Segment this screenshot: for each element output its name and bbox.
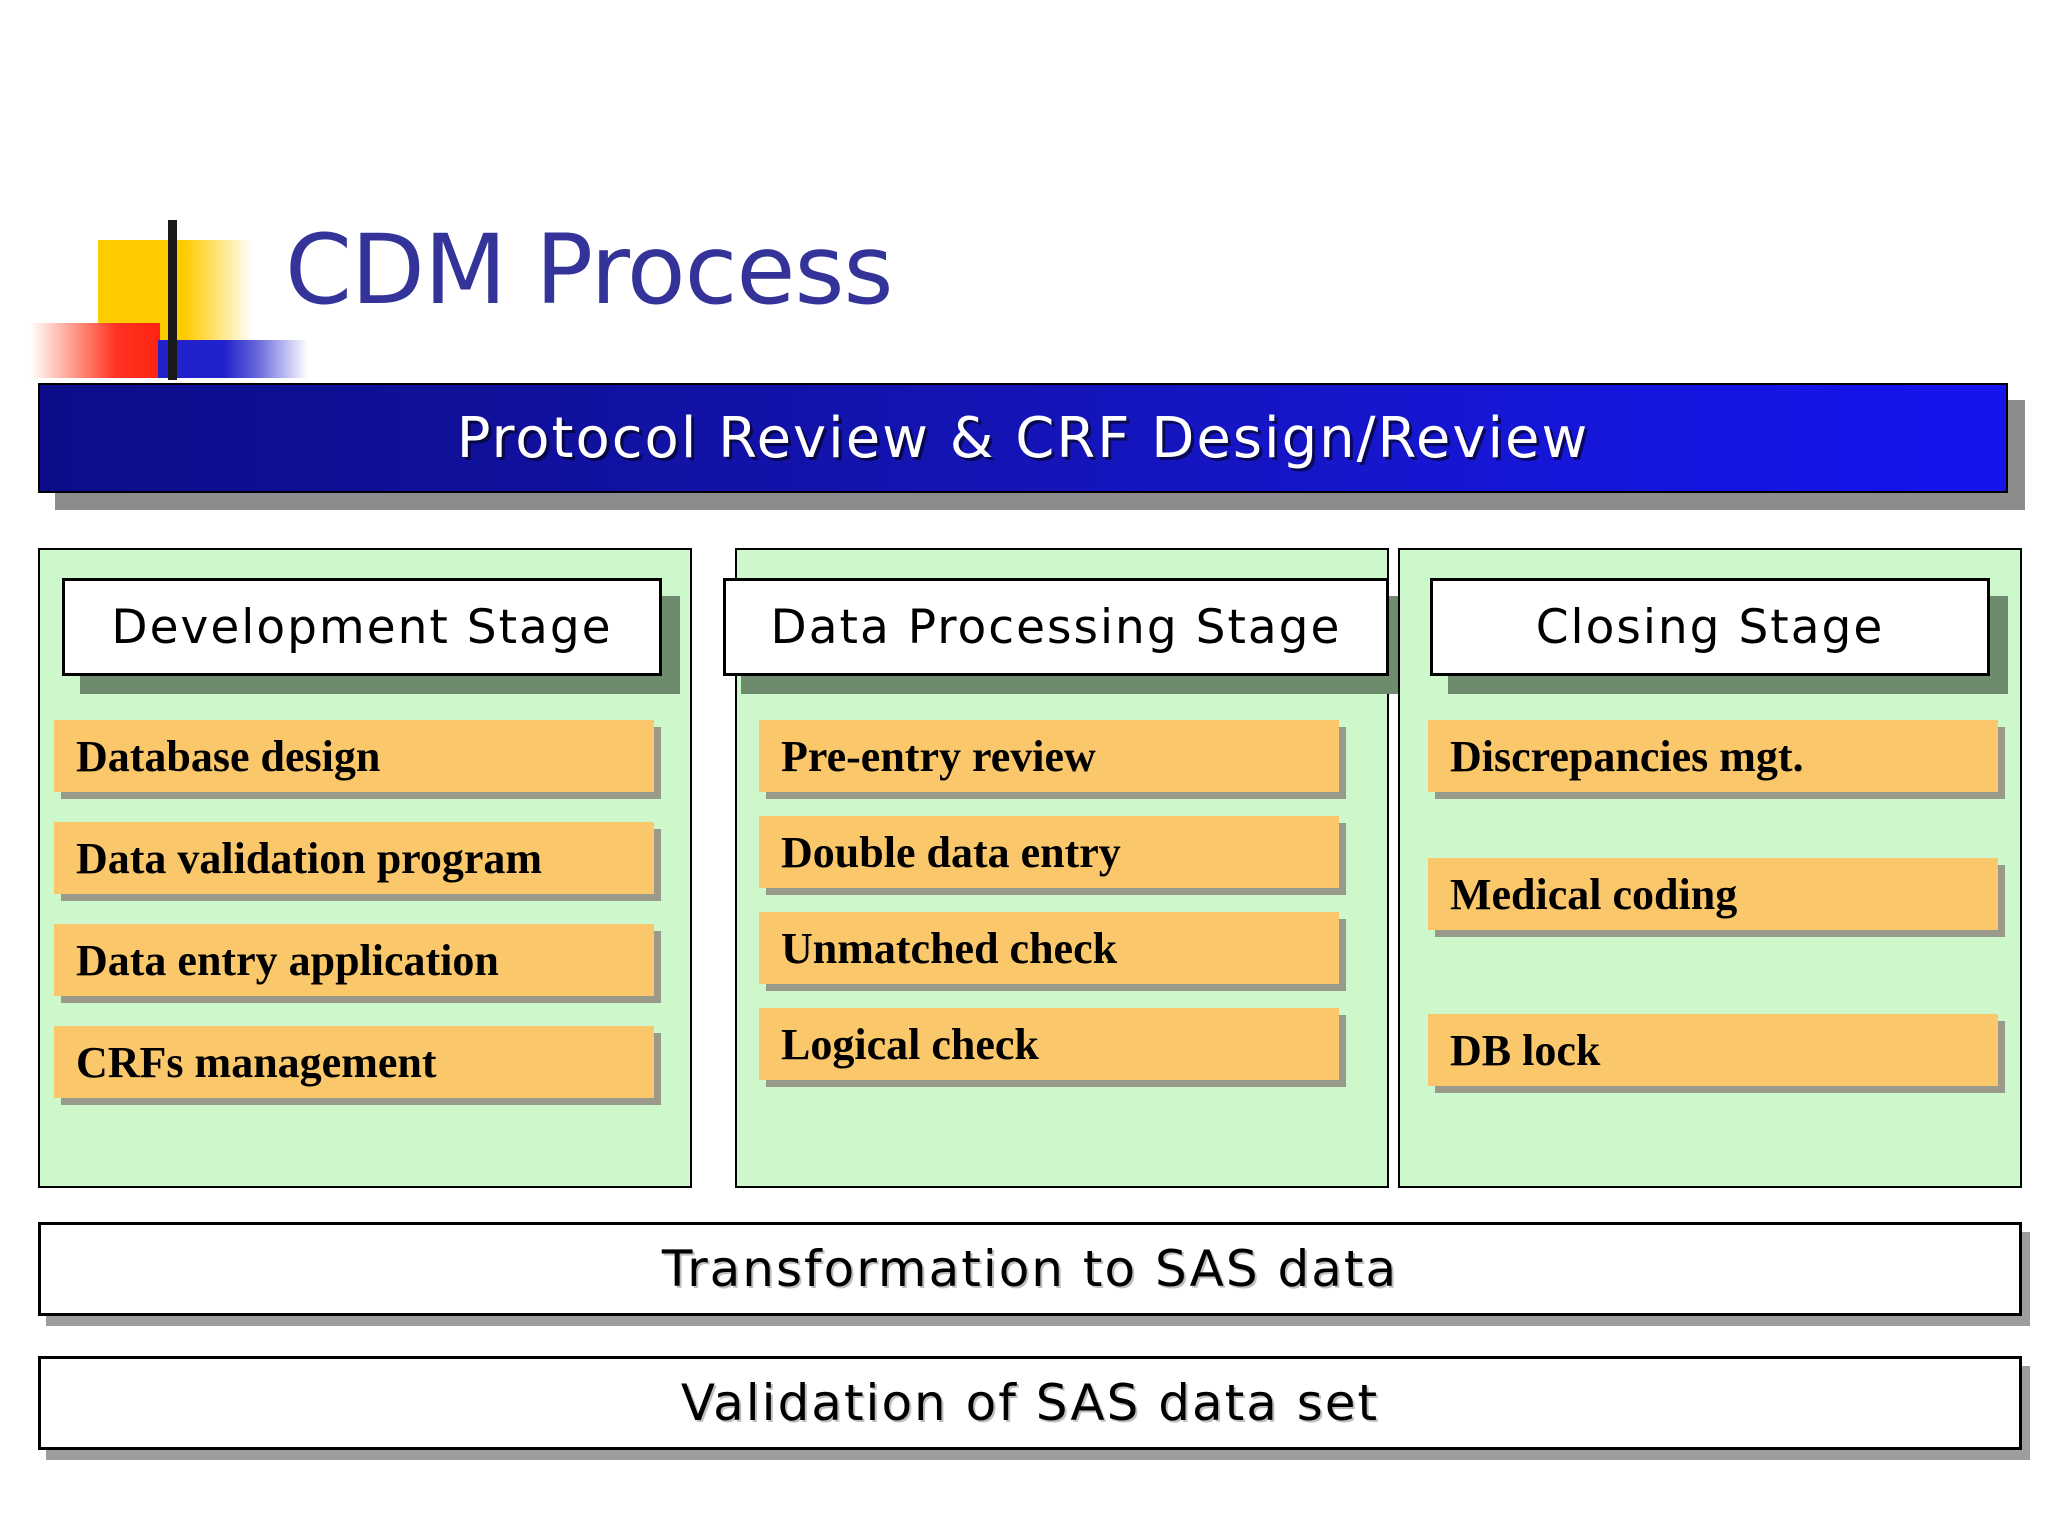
stage-item-box: Medical coding (1428, 858, 1998, 930)
stage-item: Discrepancies mgt. (1428, 720, 2005, 799)
stage-item-label: Pre-entry review (781, 731, 1096, 781)
stage-item-box: Unmatched check (759, 912, 1339, 984)
stage-item-list: Discrepancies mgt. Medical coding DB loc… (1400, 720, 2020, 1172)
stage-item-box: Data validation program (54, 822, 654, 894)
stage-panel-data-processing: Data Processing Stage Pre-entry review D… (723, 548, 1407, 1188)
logo-blue-block (158, 340, 308, 378)
stage-item-label: Double data entry (781, 827, 1121, 877)
stage-item: Medical coding (1428, 858, 2005, 937)
stage-item: Double data entry (759, 816, 1346, 895)
stage-item-label: DB lock (1450, 1025, 1601, 1075)
page-title: CDM Process (285, 214, 893, 326)
stage-item-label: Discrepancies mgt. (1450, 731, 1804, 781)
stage-item-label: Logical check (781, 1019, 1039, 1069)
stage-item-label: Medical coding (1450, 869, 1738, 919)
stage-header-wrap: Data Processing Stage (723, 578, 1407, 694)
logo-red-block (30, 323, 160, 378)
stage-header-text: Closing Stage (1535, 599, 1885, 655)
stage-item: Logical check (759, 1008, 1346, 1087)
stage-item-list: Database design Data validation program … (40, 720, 690, 1172)
footer-bar-box: Validation of SAS data set (38, 1356, 2022, 1450)
stage-item-list: Pre-entry review Double data entry Unmat… (737, 720, 1387, 1172)
stage-header-wrap: Closing Stage (1430, 578, 2008, 694)
footer-bar-box: Transformation to SAS data (38, 1222, 2022, 1316)
logo-vertical-bar-icon (168, 220, 177, 380)
stage-header-box: Data Processing Stage (723, 578, 1389, 676)
stage-item-label: Data entry application (76, 935, 499, 985)
stage-header-text: Development Stage (111, 599, 613, 655)
stage-header-wrap: Development Stage (62, 578, 680, 694)
stage-item: Unmatched check (759, 912, 1346, 991)
footer-bar-transformation: Transformation to SAS data (38, 1222, 2030, 1326)
stage-item-box: Double data entry (759, 816, 1339, 888)
stage-item-label: Database design (76, 731, 381, 781)
stage-panel-closing: Closing Stage Discrepancies mgt. Medical… (1398, 548, 2022, 1188)
stage-item-box: Pre-entry review (759, 720, 1339, 792)
stage-item: Pre-entry review (759, 720, 1346, 799)
stage-item-box: DB lock (1428, 1014, 1998, 1086)
stage-item: Data entry application (54, 924, 661, 1003)
stage-item: Database design (54, 720, 661, 799)
banner-text: Protocol Review & CRF Design/Review (456, 405, 1590, 471)
stage-item-box: CRFs management (54, 1026, 654, 1098)
footer-bar-text: Transformation to SAS data (661, 1240, 1399, 1298)
stage-item: DB lock (1428, 1014, 2005, 1093)
stage-item-label: Unmatched check (781, 923, 1118, 973)
stage-item: CRFs management (54, 1026, 661, 1105)
stage-item: Data validation program (54, 822, 661, 901)
stage-item-box: Database design (54, 720, 654, 792)
stage-header-box: Closing Stage (1430, 578, 1990, 676)
stage-panel-development: Development Stage Database design Data v… (38, 548, 692, 1188)
stage-item-label: CRFs management (76, 1037, 437, 1087)
stage-item-box: Data entry application (54, 924, 654, 996)
stage-header-box: Development Stage (62, 578, 662, 676)
stage-item-label: Data validation program (76, 833, 543, 883)
logo-mark (30, 200, 308, 390)
stage-header-text: Data Processing Stage (770, 599, 1342, 655)
footer-bar-text: Validation of SAS data set (680, 1374, 1380, 1432)
stage-item-box: Discrepancies mgt. (1428, 720, 1998, 792)
banner: Protocol Review & CRF Design/Review (38, 383, 2008, 493)
stage-item-box: Logical check (759, 1008, 1339, 1080)
footer-bar-validation: Validation of SAS data set (38, 1356, 2030, 1460)
